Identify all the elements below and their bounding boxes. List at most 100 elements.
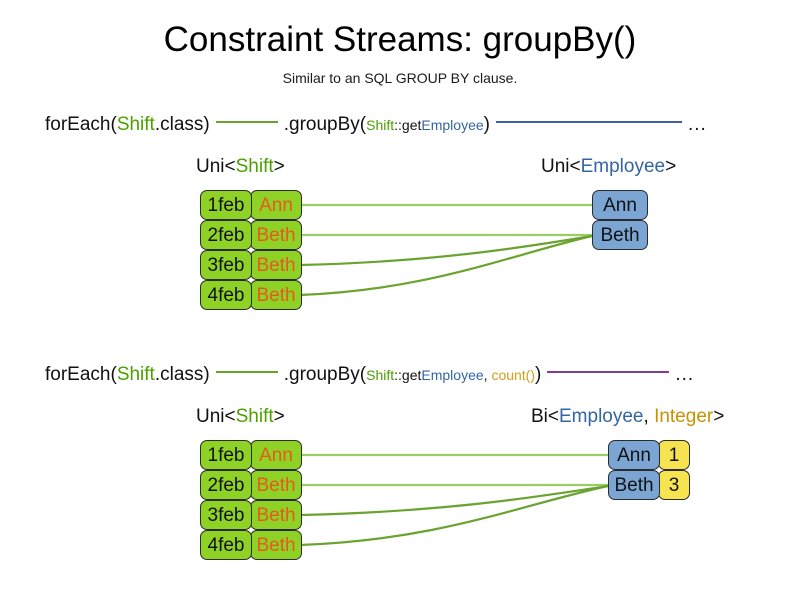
employee-name-label: Beth bbox=[614, 474, 654, 496]
employee-name-label: Beth bbox=[600, 224, 640, 246]
rule-green-1 bbox=[215, 120, 278, 123]
groupby-arg-class: Shift bbox=[366, 367, 395, 383]
shift-tuple[interactable]: 4feb Beth bbox=[200, 280, 302, 310]
groupby-arg-comma: , bbox=[483, 367, 492, 383]
employee-name-cell: Ann bbox=[592, 190, 648, 220]
shift-tuple[interactable]: 1feb Ann bbox=[200, 440, 302, 470]
shift-employee-cell: Ann bbox=[250, 440, 302, 470]
shift-employee-label: Beth bbox=[256, 504, 296, 526]
ellipsis-1: ... bbox=[687, 114, 707, 135]
caption-prefix: Uni< bbox=[196, 406, 236, 427]
shift-date-label: 1feb bbox=[207, 444, 245, 466]
shift-date-cell: 3feb bbox=[200, 250, 252, 280]
shift-date-label: 2feb bbox=[207, 474, 245, 496]
caption-suffix: > bbox=[713, 406, 725, 427]
groupby-arg-prop: Employee bbox=[421, 367, 484, 383]
shift-employee-cell: Ann bbox=[250, 190, 302, 220]
foreach-type: Shift bbox=[116, 114, 155, 135]
employee-name-cell: Beth bbox=[592, 220, 648, 250]
groupby-keyword: .groupBy( bbox=[283, 114, 367, 135]
foreach-class-suffix: .class) bbox=[154, 114, 210, 135]
employee-tuple[interactable]: Beth bbox=[592, 220, 648, 250]
caption-type: Employee bbox=[559, 406, 644, 427]
shift-tuple[interactable]: 3feb Beth bbox=[200, 250, 302, 280]
employee-name-cell: Ann bbox=[608, 440, 660, 470]
shift-employee-label: Ann bbox=[259, 194, 293, 216]
caption-uni-employee-1: Uni<Employee> bbox=[541, 157, 676, 176]
rule-green-2 bbox=[215, 370, 278, 373]
caption-type: Employee bbox=[580, 156, 666, 177]
shift-employee-label: Ann bbox=[259, 444, 293, 466]
employee-count-tuple[interactable]: Beth 3 bbox=[608, 470, 690, 500]
link2-4feb-beth bbox=[299, 484, 609, 547]
employee-name-cell: Beth bbox=[608, 470, 660, 500]
employee-count-cell: 3 bbox=[658, 470, 690, 500]
shift-employee-label: Beth bbox=[256, 284, 296, 306]
caption-comma: , bbox=[643, 406, 655, 427]
link-4feb-beth bbox=[299, 234, 593, 297]
code-line-groupby-count: forEach(Shift.class).groupBy(Shift::getE… bbox=[45, 365, 694, 384]
shift-date-cell: 4feb bbox=[200, 280, 252, 310]
shift-date-label: 4feb bbox=[207, 534, 245, 556]
shift-date-label: 1feb bbox=[207, 194, 245, 216]
shift-date-cell: 1feb bbox=[200, 190, 252, 220]
employee-count-tuple[interactable]: Ann 1 bbox=[608, 440, 690, 470]
groupby-arg-class: Shift bbox=[366, 117, 395, 133]
employee-name-label: Ann bbox=[603, 194, 637, 216]
link-3feb-beth bbox=[299, 234, 593, 267]
shift-date-label: 3feb bbox=[207, 254, 245, 276]
shift-employee-cell: Beth bbox=[250, 530, 302, 560]
shift-tuple[interactable]: 4feb Beth bbox=[200, 530, 302, 560]
shift-employee-cell: Beth bbox=[250, 470, 302, 500]
foreach-class-suffix: .class) bbox=[154, 364, 210, 385]
groupby-keyword: .groupBy( bbox=[283, 364, 367, 385]
rule-purple-2 bbox=[547, 370, 670, 373]
caption-type: Shift bbox=[235, 406, 274, 427]
foreach-type: Shift bbox=[116, 364, 155, 385]
caption-uni-shift-2: Uni<Shift> bbox=[196, 407, 285, 426]
caption-type2: Integer bbox=[654, 406, 714, 427]
caption-prefix: Uni< bbox=[541, 156, 581, 177]
employee-tuple[interactable]: Ann bbox=[592, 190, 648, 220]
shift-tuple[interactable]: 2feb Beth bbox=[200, 220, 302, 250]
shift-employee-label: Beth bbox=[256, 474, 296, 496]
caption-prefix: Uni< bbox=[196, 156, 236, 177]
shift-employee-label: Beth bbox=[256, 224, 296, 246]
caption-suffix: > bbox=[273, 406, 285, 427]
caption-type: Shift bbox=[235, 156, 274, 177]
groupby-close-paren: ) bbox=[535, 364, 542, 385]
shift-date-label: 2feb bbox=[207, 224, 245, 246]
foreach-keyword: forEach( bbox=[45, 364, 117, 385]
groupby-arg-sep: ::get bbox=[394, 117, 422, 133]
page-title: Constraint Streams: groupBy() bbox=[163, 20, 637, 59]
shift-tuple[interactable]: 1feb Ann bbox=[200, 190, 302, 220]
employee-name-label: Ann bbox=[617, 444, 651, 466]
groupby-close-paren: ) bbox=[483, 114, 490, 135]
shift-employee-label: Beth bbox=[256, 254, 296, 276]
link2-3feb-beth bbox=[299, 484, 609, 517]
groupby-arg-prop: Employee bbox=[421, 117, 484, 133]
shift-employee-cell: Beth bbox=[250, 280, 302, 310]
foreach-keyword: forEach( bbox=[45, 114, 117, 135]
shift-date-cell: 2feb bbox=[200, 470, 252, 500]
rule-blue-1 bbox=[495, 120, 682, 123]
page-subtitle: Similar to an SQL GROUP BY clause. bbox=[282, 70, 518, 86]
employee-count-cell: 1 bbox=[658, 440, 690, 470]
shift-date-cell: 4feb bbox=[200, 530, 252, 560]
ellipsis-2: ... bbox=[675, 364, 695, 385]
shift-date-label: 3feb bbox=[207, 504, 245, 526]
employee-count-label: 3 bbox=[668, 474, 680, 496]
groupby-arg-count: count() bbox=[491, 367, 536, 383]
shift-date-cell: 1feb bbox=[200, 440, 252, 470]
shift-date-cell: 3feb bbox=[200, 500, 252, 530]
shift-date-cell: 2feb bbox=[200, 220, 252, 250]
shift-tuple[interactable]: 2feb Beth bbox=[200, 470, 302, 500]
shift-date-label: 4feb bbox=[207, 284, 245, 306]
shift-employee-cell: Beth bbox=[250, 250, 302, 280]
employee-count-label: 1 bbox=[668, 444, 680, 466]
caption-uni-shift-1: Uni<Shift> bbox=[196, 157, 285, 176]
shift-tuple[interactable]: 3feb Beth bbox=[200, 500, 302, 530]
groupby-arg-sep: ::get bbox=[394, 367, 422, 383]
